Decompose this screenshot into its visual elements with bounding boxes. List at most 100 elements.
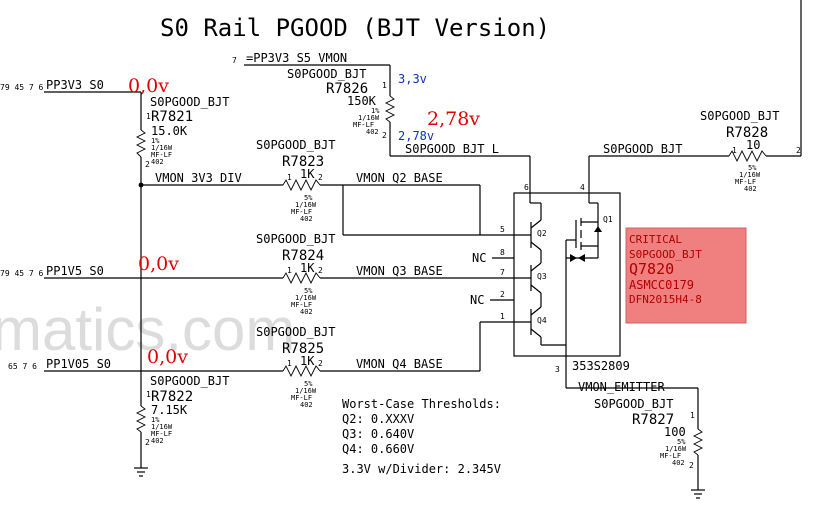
r7826-pin1: 1	[382, 81, 387, 90]
r7821-power: 1/16W	[151, 144, 173, 152]
r7825-group: S0PGOOD_BJT	[256, 325, 335, 339]
q3-collector	[530, 262, 542, 272]
r7824-group: S0PGOOD_BJT	[256, 232, 335, 246]
r7828-group: S0PGOOD_BJT	[700, 109, 779, 123]
critical-label: CRITICAL	[629, 233, 682, 246]
thresholds-divider: 3.3V w/Divider: 2.345V	[342, 462, 501, 476]
r7821-type: MF-LF	[151, 151, 172, 159]
nc-label-8: NC	[472, 251, 486, 265]
r7825-tol: 5%	[304, 380, 313, 388]
r7822-size: 402	[151, 437, 164, 445]
q3-emitter	[530, 284, 542, 294]
r7823-size: 402	[300, 215, 313, 223]
ic-pin1-label: 1	[500, 312, 505, 321]
net-vmon-emitter: VMON_EMITTER	[578, 380, 665, 394]
r7824-pin2: 2	[318, 266, 323, 275]
r7822-ref: R7822	[151, 389, 193, 405]
r7827-pin1: 1	[690, 411, 695, 420]
r7828-type: MF-LF	[735, 178, 756, 186]
r7826-type: MF-LF	[353, 121, 374, 129]
r7827-group: S0PGOOD_BJT	[594, 397, 673, 411]
q1-zener-b-icon	[578, 254, 585, 262]
ic-pin4-label: 4	[580, 183, 585, 192]
r7827-size: 402	[672, 459, 685, 467]
critical-package: DFN2015H4-8	[629, 293, 702, 306]
measured-pgood-l: 2,78v	[427, 108, 480, 130]
r7825-power: 1/16W	[295, 387, 317, 395]
r7823-tol: 5%	[304, 194, 313, 202]
critical-ref: Q7820	[629, 260, 674, 278]
measured-1v5: 0,0v	[138, 253, 179, 275]
ic-q7820-body	[513, 192, 621, 357]
thresholds-q3: Q3: 0.640V	[342, 427, 414, 441]
r7821-pin1: 1	[146, 112, 151, 121]
rail-refs-1v5: 79 45 7 6	[0, 269, 44, 278]
r7824-ref: R7824	[282, 248, 324, 264]
r7826-pin2: 2	[382, 131, 387, 140]
q2-emitter	[530, 241, 542, 251]
rail-refs-3v3: 79 45 7 6	[0, 83, 44, 92]
r7827-tol: 5%	[677, 438, 686, 446]
r7821-ref: R7821	[151, 109, 193, 125]
ic-part-number: 353S2809	[572, 359, 630, 373]
thresholds-heading: Worst-Case Thresholds:	[342, 397, 501, 411]
r7822-pin2: 2	[145, 438, 150, 447]
r7825-type: MF-LF	[291, 394, 312, 402]
r7824-tol: 5%	[304, 287, 313, 295]
r7822-power: 1/16W	[151, 423, 173, 431]
r7824-value: 1K	[300, 261, 315, 275]
net-pgood-l: S0PGOOD_BJT_L	[405, 142, 499, 156]
r7827-type: MF-LF	[660, 452, 681, 460]
q2-label: Q2	[537, 229, 547, 238]
r7828-size: 402	[744, 185, 757, 193]
r7823-value: 1K	[300, 167, 315, 181]
r7821-size: 402	[151, 158, 164, 166]
r7824-type: MF-LF	[291, 301, 312, 309]
resistor-r7823	[282, 178, 321, 192]
r7822-tol: 1%	[151, 416, 160, 424]
rail-refs-1v05: 65 7 6	[8, 362, 37, 371]
r7822-group: S0PGOOD_BJT	[150, 374, 229, 388]
nc-label-2: NC	[470, 293, 484, 307]
ic-pin8-label: 8	[500, 248, 505, 257]
net-vmon-q3: VMON_Q3_BASE	[356, 264, 443, 278]
critical-group: S0PGOOD_BJT	[629, 248, 702, 261]
resistor-r7828	[728, 149, 767, 163]
measured-s5-vmon: 3,3v	[398, 72, 427, 86]
r7827-ref: R7827	[632, 412, 674, 428]
resistor-r7822	[135, 405, 147, 433]
rail-label-3v3: PP3V3_S0	[46, 78, 104, 92]
rail-label-s5-vmon: =PP3V3_S5_VMON	[246, 51, 347, 65]
r7828-pin2: 2	[796, 146, 801, 155]
r7827-power: 1/16W	[665, 445, 687, 453]
r7825-ref: R7825	[282, 341, 324, 357]
r7823-pin1: 1	[287, 173, 292, 182]
r7823-type: MF-LF	[291, 208, 312, 216]
r7828-tol: 5%	[748, 164, 757, 172]
r7827-value: 100	[664, 425, 686, 439]
resistor-r7824	[282, 271, 321, 285]
critical-part-box	[625, 227, 747, 324]
r7825-size: 402	[300, 401, 313, 409]
r7828-ref: R7828	[726, 125, 768, 141]
ic-pin3-label: 3	[555, 365, 560, 374]
r7824-power: 1/16W	[295, 294, 317, 302]
rail-label-1v05: PP1V05_S0	[46, 357, 111, 371]
r7824-size: 402	[300, 308, 313, 316]
r7821-value: 15.0K	[151, 124, 188, 138]
critical-part: ASMCC0179	[629, 278, 694, 292]
r7828-value: 10	[746, 138, 760, 152]
resistor-r7825	[282, 364, 321, 378]
r7826-ref: R7826	[326, 81, 368, 97]
resistor-r7826	[384, 95, 396, 123]
resistor-r7821	[135, 129, 147, 158]
measured-3v3: 0,0v	[128, 75, 169, 97]
r7828-power: 1/16W	[739, 171, 761, 179]
r7828-pin1: 1	[732, 146, 737, 155]
resistor-r7827	[692, 428, 704, 456]
r7821-pin2: 2	[145, 160, 150, 169]
q1-diode-icon	[594, 226, 602, 232]
q2-collector	[530, 219, 542, 229]
r7821-tol: 1%	[151, 137, 160, 145]
